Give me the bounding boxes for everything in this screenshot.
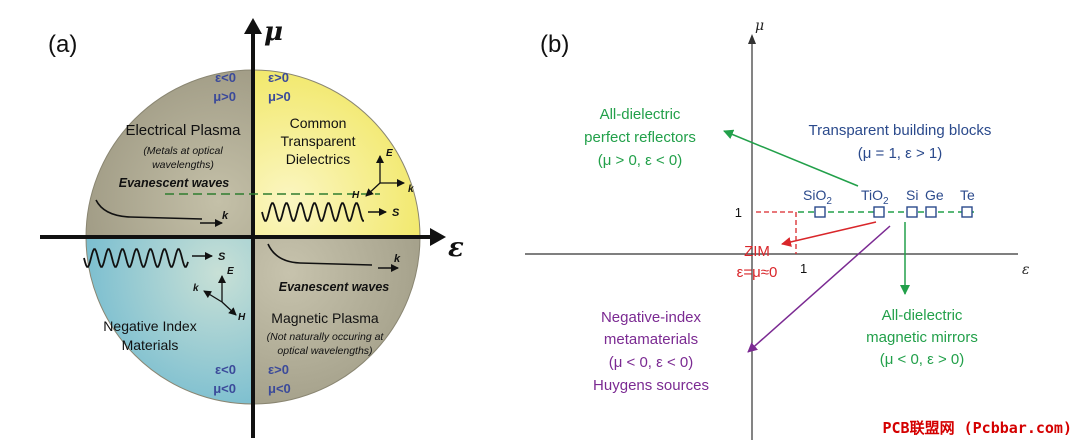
q3-e-label: E — [227, 266, 234, 277]
transparent-label-line2: (μ = 1, ε > 1) — [858, 145, 943, 162]
q1-h-label: H — [352, 190, 360, 201]
mu-axis-arrowhead-a — [244, 18, 262, 34]
label-sio2: SiO2 — [803, 187, 832, 207]
q4-title: Magnetic Plasma — [271, 310, 379, 326]
mu-axis-arrowhead-b — [748, 34, 756, 44]
reflectors-arrow — [723, 129, 859, 187]
q3-h-label: H — [238, 312, 246, 323]
panel-a: (a) μ ε ε<0 μ>0 ε>0 μ>0 ε<0 μ<0 ε>0 μ<0 … — [40, 17, 464, 438]
q3-sign-eps: ε<0 — [215, 362, 236, 377]
q1-propagating-wave — [261, 202, 364, 222]
q3-title-line1: Negative Index — [103, 318, 196, 334]
q4-note-line2: optical wavelengths) — [277, 345, 372, 357]
mu-axis-label-a: μ — [264, 17, 283, 47]
q1-field-triad: E k H — [352, 148, 414, 201]
marker-ge — [925, 206, 937, 218]
eps-axis-label-b: ε — [1022, 262, 1030, 278]
mirrors-label-line2: magnetic mirrors — [866, 329, 978, 346]
tick-one-x: 1 — [800, 261, 807, 276]
q3-title-line2: Materials — [122, 337, 179, 353]
q3-propagating-wave — [83, 248, 189, 268]
marker-tio2 — [873, 206, 885, 218]
eps-axis-arrowhead-a — [430, 228, 446, 246]
q3-h-vector — [221, 301, 237, 316]
negative-index-arrow — [747, 225, 891, 353]
q1-title-line1: Common — [290, 115, 347, 131]
q4-sign-mu: μ<0 — [268, 381, 291, 396]
q2-title: Electrical Plasma — [125, 122, 241, 139]
reflectors-label-line3: (μ > 0, ε < 0) — [598, 152, 683, 169]
q2-sign-mu: μ>0 — [213, 89, 236, 104]
zim-label-line2: ε=μ≈0 — [737, 264, 778, 281]
negative-label-line4: Huygens sources — [593, 377, 709, 394]
q2-note-line1: (Metals at optical — [143, 145, 223, 157]
q1-e-label: E — [386, 148, 393, 159]
q1-title-line3: Dielectrics — [286, 151, 351, 167]
mirrors-label-line1: All-dielectric — [882, 307, 963, 324]
q1-sign-mu: μ>0 — [268, 89, 291, 104]
panel-a-label: (a) — [48, 31, 77, 58]
transparent-label-line1: Transparent building blocks — [809, 122, 992, 139]
q2-note-line2: wavelengths) — [152, 159, 214, 171]
tick-one-y: 1 — [735, 205, 742, 220]
q2-evanescent-label: Evanescent waves — [119, 176, 230, 190]
eps-axis-label-a: ε — [448, 233, 464, 263]
q2-sign-eps: ε<0 — [215, 70, 236, 85]
q1-title-line2: Transparent — [281, 133, 356, 149]
panel-b: (b) μ ε 1 1 SiO2 TiO2 Si Ge Te Transpare… — [525, 18, 1030, 440]
q1-k-label: k — [408, 184, 414, 195]
zim-arrow — [781, 221, 877, 247]
reflectors-label-line1: All-dielectric — [600, 106, 681, 123]
q3-sign-mu: μ<0 — [213, 381, 236, 396]
mirrors-label-line3: (μ < 0, ε > 0) — [880, 351, 965, 368]
q4-sign-eps: ε>0 — [268, 362, 289, 377]
q1-sign-eps: ε>0 — [268, 70, 289, 85]
q4-k-label: k — [394, 253, 401, 265]
label-ge: Ge — [925, 187, 944, 203]
q3-k-label: k — [193, 283, 199, 294]
q3-s-label: S — [218, 251, 226, 263]
zim-label-line1: ZIM — [744, 243, 770, 260]
negative-label-line1: Negative-index — [601, 309, 702, 326]
q2-k-label: k — [222, 210, 229, 222]
label-si: Si — [906, 187, 918, 203]
negative-label-line3: (μ < 0, ε < 0) — [609, 354, 694, 371]
panel-b-label: (b) — [540, 31, 569, 58]
q4-note-line1: (Not naturally occuring at — [267, 331, 385, 343]
mu-axis-label-b: μ — [755, 18, 764, 34]
q4-evanescent-decay-curve — [267, 243, 373, 266]
q2-evanescent-decay-curve — [95, 199, 203, 220]
q3-field-triad: E k H — [193, 266, 246, 323]
label-tio2: TiO2 — [861, 187, 889, 207]
label-te: Te — [960, 187, 975, 203]
q4-evanescent-label: Evanescent waves — [279, 280, 390, 294]
reflectors-label-line2: perfect reflectors — [584, 129, 696, 146]
marker-si — [906, 206, 918, 218]
q1-s-label: S — [392, 207, 400, 219]
watermark: PCB联盟网 (Pcbbar.com) — [882, 419, 1073, 437]
q3-k-vector — [203, 290, 223, 303]
negative-label-line2: metamaterials — [604, 331, 698, 348]
marker-te — [961, 206, 973, 218]
marker-sio2 — [814, 206, 826, 218]
q1-h-vector — [365, 182, 381, 197]
